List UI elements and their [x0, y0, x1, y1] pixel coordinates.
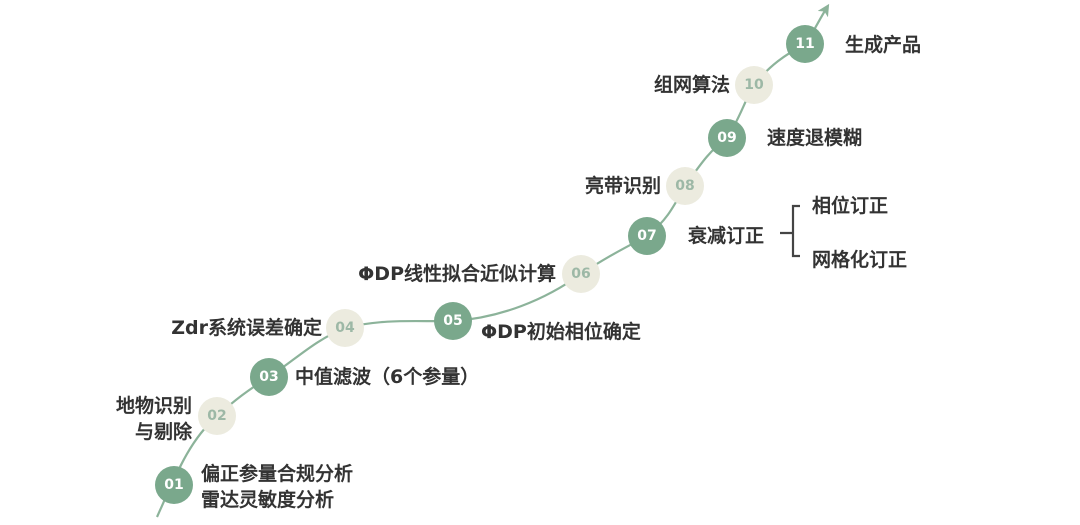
step-node-03: 03 — [250, 358, 288, 396]
step-number: 07 — [637, 228, 656, 244]
step-node-circle — [198, 397, 236, 435]
step-node-circle — [250, 358, 288, 396]
step-label-05: ΦDP初始相位确定 — [481, 320, 641, 343]
branch-label-grid-correction: 网格化订正 — [812, 248, 907, 271]
step-label-07: 衰减订正 — [687, 224, 764, 247]
step-label-11: 生成产品 — [845, 33, 921, 56]
step-number: 09 — [717, 130, 736, 146]
step-node-circle — [735, 66, 773, 104]
step-label-02-line2: 与剔除 — [135, 420, 193, 443]
step-label-01-line1: 偏正参量合规分析 — [201, 462, 353, 485]
step-node-07: 07 — [628, 217, 666, 255]
step-node-circle — [708, 119, 746, 157]
step-node-circle — [628, 217, 666, 255]
step-number: 04 — [335, 320, 355, 336]
step-label-06: ΦDP线性拟合近似计算 — [358, 262, 556, 285]
step-number: 10 — [744, 77, 764, 93]
step-node-circle — [562, 255, 600, 293]
step-node-circle — [786, 25, 824, 63]
step-number: 01 — [164, 477, 183, 493]
step-label-03: 中值滤波（6个参量） — [295, 365, 479, 388]
step-label-10: 组网算法 — [654, 73, 730, 96]
step-number: 02 — [207, 408, 226, 424]
step-node-06: 06 — [562, 255, 600, 293]
step-node-circle — [666, 167, 704, 205]
step-label-01-line2: 雷达灵敏度分析 — [201, 488, 334, 511]
step-number: 06 — [571, 266, 590, 282]
step-label-02-line1: 地物识别 — [116, 394, 192, 417]
step-node-circle — [434, 302, 472, 340]
step-node-09: 09 — [708, 119, 746, 157]
step-node-05: 05 — [434, 302, 472, 340]
step-node-08: 08 — [666, 167, 704, 205]
step-label-08: 亮带识别 — [585, 174, 661, 197]
step-node-circle — [326, 309, 364, 347]
step-node-circle — [155, 466, 193, 504]
step-number: 05 — [443, 313, 462, 329]
step-number: 08 — [675, 178, 694, 194]
step-node-02: 02 — [198, 397, 236, 435]
branch-label-phase-correction: 相位订正 — [812, 194, 888, 217]
step-node-04: 04 — [326, 309, 364, 347]
step-label-04: Zdr系统误差确定 — [171, 316, 322, 339]
step-number: 03 — [259, 369, 278, 385]
step-node-11: 11 — [786, 25, 824, 63]
step-node-10: 10 — [735, 66, 773, 104]
branch-bracket — [780, 204, 800, 258]
step-number: 11 — [795, 36, 814, 52]
step-label-09: 速度退模糊 — [767, 126, 862, 149]
step-node-01: 01 — [155, 466, 193, 504]
